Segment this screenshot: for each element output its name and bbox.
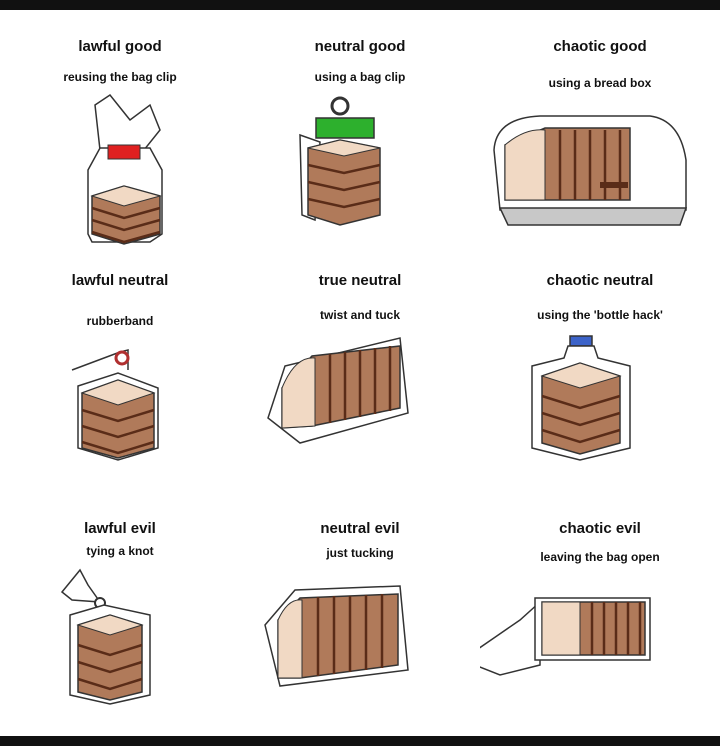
bread-open-bag-illustration [480,597,651,676]
cell-title: chaotic neutral [546,272,654,289]
bread-rubberband-illustration [71,349,159,461]
cell-title: lawful good [78,38,162,55]
cell-caption: twist and tuck [319,308,400,322]
cell-lawful-good: lawful good reusing the bag clip [0,10,240,250]
cell-neutral-good: neutral good using a bag clip [240,10,480,250]
bread-green-clip-illustration [299,96,381,226]
cell-caption: tying a knot [86,544,154,558]
cell-neutral-evil: neutral evil just tucking [240,490,480,730]
bread-bottle-hack-illustration [531,335,631,461]
alignment-chart: lawful good reusing the bag clip neutral… [0,10,720,736]
cell-caption: reusing the bag clip [63,70,177,84]
cell-title: neutral evil [320,520,400,537]
cell-chaotic-good: chaotic good using a bread box [480,10,720,250]
cell-caption: just tucking [326,546,394,560]
cell-chaotic-neutral: chaotic neutral using the 'bottle hack' [480,238,720,478]
cell-caption: using a bag clip [314,70,406,84]
cell-chaotic-evil: chaotic evil leaving the bag open [480,490,720,730]
cell-lawful-evil: lawful evil tying a knot [0,490,240,730]
bread-knot-illustration [60,568,151,705]
bread-twist-tuck-illustration [267,337,409,444]
cell-caption: using a bread box [548,76,652,90]
cell-caption: using the 'bottle hack' [537,308,663,322]
cell-title: neutral good [314,38,406,55]
cell-true-neutral: true neutral twist and tuck [240,238,480,478]
bread-box-illustration [493,115,688,226]
cell-title: true neutral [318,272,402,289]
cell-caption: leaving the bag open [540,550,660,564]
cell-title: lawful evil [84,520,156,537]
bread-just-tucking-illustration [264,585,409,687]
cell-lawful-neutral: lawful neutral rubberband [0,238,240,478]
cell-title: chaotic good [553,38,647,55]
bread-bag-clip-illustration [87,93,163,245]
cell-title: chaotic evil [559,520,641,537]
cell-caption: rubberband [86,314,154,328]
cell-title: lawful neutral [71,272,169,289]
